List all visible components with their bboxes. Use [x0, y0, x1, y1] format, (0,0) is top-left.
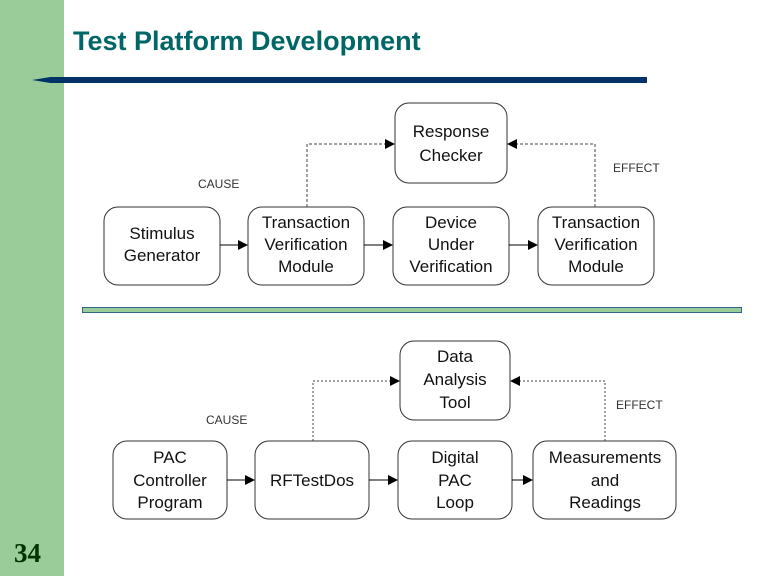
arrow-effect-to-checker	[507, 139, 596, 207]
text-measure-1: Measurements	[549, 448, 661, 467]
box-device-under-verification	[392, 206, 510, 286]
text-pac-2: Controller	[133, 471, 207, 490]
text-digital-3: Loop	[436, 493, 474, 512]
arrow-cause-to-checker	[306, 139, 395, 207]
text-measure-3: Readings	[569, 493, 641, 512]
text-tvm1-1: Transaction	[262, 213, 350, 232]
box-transaction-verification-module-1	[247, 206, 365, 286]
box-transaction-verification-module-2	[537, 206, 655, 286]
text-tvm2-1: Transaction	[552, 213, 640, 232]
slide-title: Test Platform Development	[73, 26, 421, 56]
effect-label-top: EFFECT	[613, 161, 660, 175]
text-checker-1: Response	[413, 122, 490, 141]
text-tvm1-2: Verification	[264, 235, 347, 254]
sidebar-band	[0, 0, 64, 576]
effect-label-bottom: EFFECT	[616, 398, 663, 412]
bottom-diagram: CAUSE EFFECT PAC Controller Program RFTe…	[112, 340, 677, 520]
text-rftest-1: RFTestDos	[270, 471, 354, 490]
title-underline	[32, 77, 647, 83]
arrow-effect-to-analysis	[510, 376, 606, 441]
top-diagram: CAUSE EFFECT Stimulus Generator Transact…	[103, 102, 660, 286]
box-response-checker	[394, 102, 508, 184]
box-stimulus-generator	[103, 206, 221, 286]
text-analysis-1: Data	[437, 347, 473, 366]
text-duv-3: Verification	[409, 257, 492, 276]
text-pac-1: PAC	[153, 448, 187, 467]
text-digital-2: PAC	[438, 471, 472, 490]
arrow-cause-to-analysis	[312, 376, 400, 441]
text-stimulus-1: Stimulus	[129, 224, 194, 243]
cause-label-bottom: CAUSE	[206, 413, 247, 427]
text-stimulus-2: Generator	[124, 246, 201, 265]
text-duv-1: Device	[425, 213, 477, 232]
text-tvm1-3: Module	[278, 257, 334, 276]
cause-label-top: CAUSE	[198, 177, 239, 191]
text-checker-2: Checker	[419, 146, 483, 165]
text-duv-2: Under	[428, 235, 475, 254]
text-pac-3: Program	[137, 493, 202, 512]
text-digital-1: Digital	[431, 448, 478, 467]
text-analysis-2: Analysis	[423, 370, 486, 389]
text-measure-2: and	[591, 471, 619, 490]
page-number: 34	[14, 538, 41, 568]
text-tvm2-3: Module	[568, 257, 624, 276]
text-analysis-3: Tool	[439, 393, 470, 412]
section-divider	[82, 307, 742, 313]
text-tvm2-2: Verification	[554, 235, 637, 254]
